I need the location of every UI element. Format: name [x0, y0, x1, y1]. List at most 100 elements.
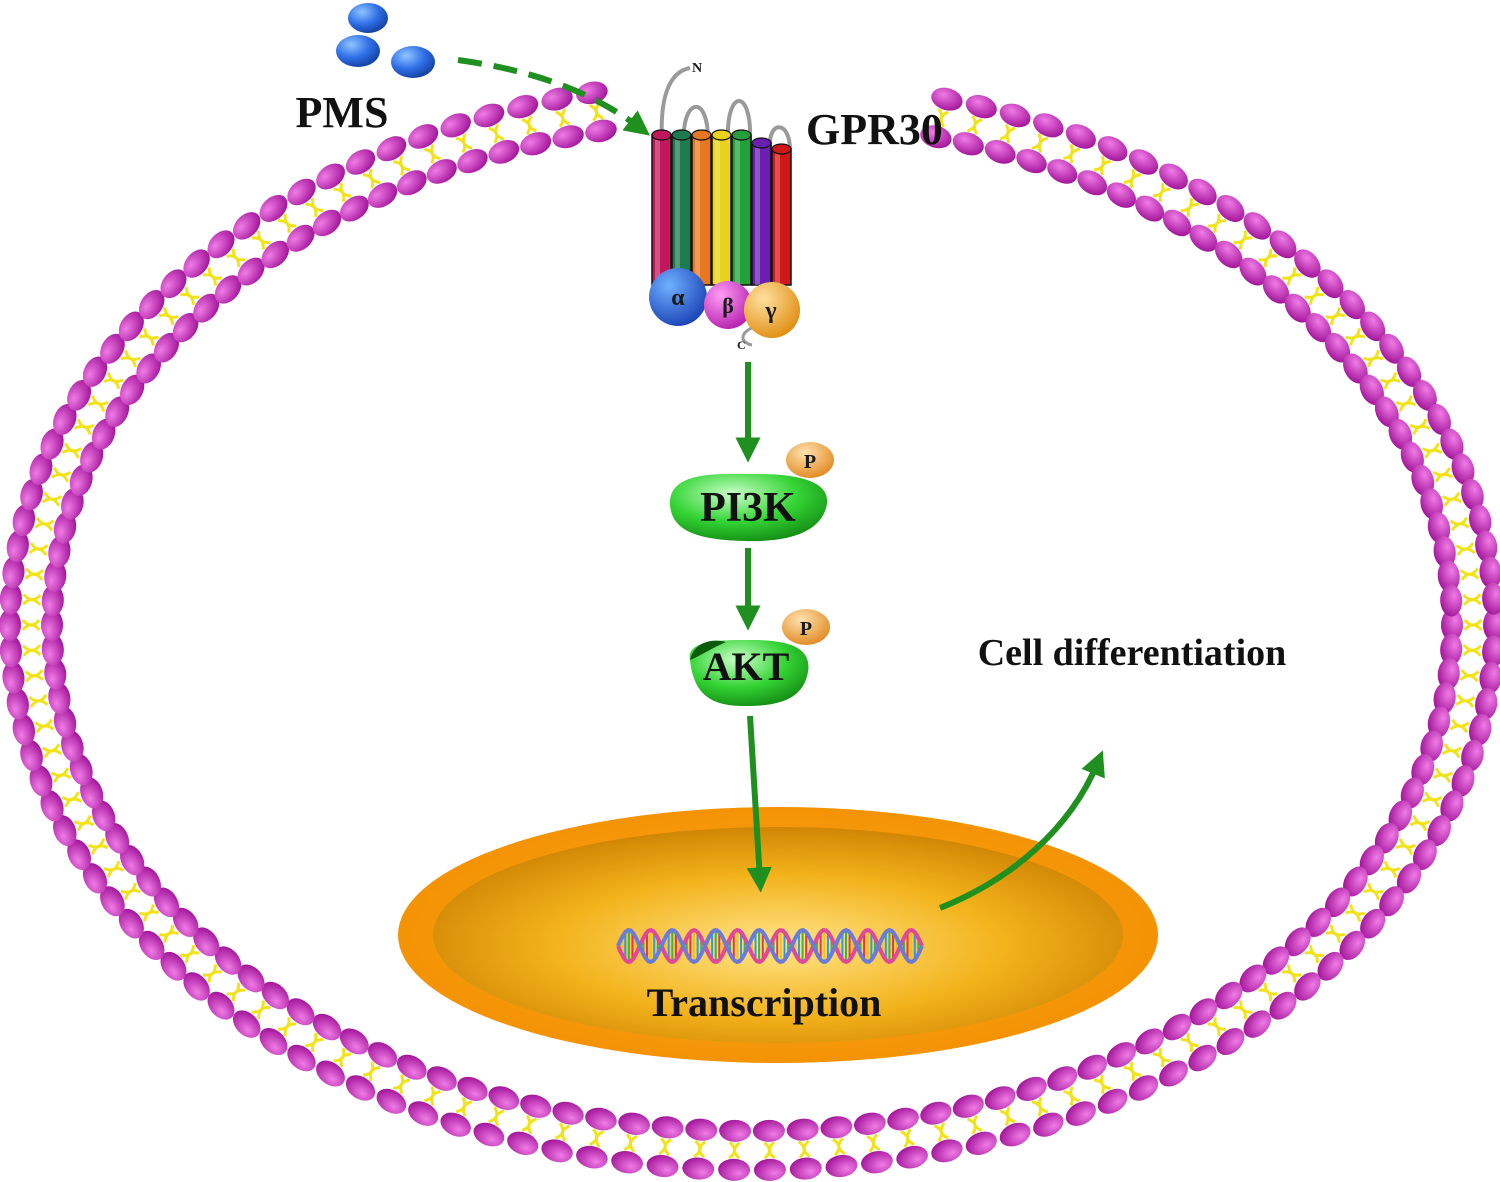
lipid-head — [426, 1066, 457, 1091]
lipid-head — [984, 140, 1016, 164]
lipid-head — [1461, 739, 1484, 772]
lipid-head — [261, 240, 290, 269]
lipid-head — [396, 170, 427, 196]
lipid-head — [1294, 249, 1321, 278]
lipid-head — [786, 1118, 819, 1141]
lipid-head — [1412, 839, 1437, 870]
lipid-head — [1420, 488, 1443, 520]
lipid-head — [6, 530, 29, 563]
lipid-tail — [41, 743, 61, 753]
dna-helix-icon — [616, 927, 924, 965]
lipid-head — [520, 132, 552, 156]
lipid-head — [29, 453, 53, 485]
lipid-head — [1468, 504, 1492, 537]
n-terminus-label: N — [692, 61, 702, 76]
lipid-head — [1440, 428, 1464, 460]
helix-highlight — [655, 135, 660, 285]
lipid-head — [1214, 240, 1243, 269]
lipid-head — [316, 1060, 345, 1087]
lipid-tail — [1441, 749, 1461, 759]
lipid-head — [153, 332, 180, 363]
lipid-tail — [43, 491, 63, 501]
lipid-tail — [24, 669, 44, 678]
lipid-head — [1065, 1101, 1096, 1126]
lipid-tail — [1233, 1006, 1247, 1020]
transcription-label: Transcription — [647, 980, 882, 1025]
akt-shadow — [690, 640, 726, 660]
lipid-head — [214, 946, 242, 975]
lipid-head — [896, 1145, 928, 1169]
helix-cap — [691, 129, 712, 141]
lipid-tail — [1123, 1066, 1136, 1082]
lipid-head — [69, 464, 93, 497]
lipid-tail — [658, 1137, 667, 1156]
lipid-head — [1427, 706, 1451, 739]
lipid-head — [91, 418, 116, 450]
lipid-tail — [1186, 202, 1199, 218]
lipid-head — [1433, 535, 1456, 568]
lipid-head — [214, 275, 242, 304]
lipid-head — [1396, 863, 1422, 894]
lipid-tail — [1281, 970, 1297, 983]
lipid-head — [1188, 178, 1217, 206]
lipid-head — [1106, 1042, 1136, 1068]
lipid-head — [1475, 687, 1498, 720]
lipid-tail — [87, 838, 106, 849]
lipid-head — [1317, 269, 1344, 299]
lipid-head — [1065, 124, 1096, 149]
arrow-akt-to-nucleus — [746, 715, 772, 893]
lipid-tail — [966, 1117, 977, 1135]
lipid-head — [1097, 136, 1128, 162]
lipid-head — [172, 312, 199, 343]
lipid-head — [120, 374, 145, 406]
lipid-tail — [1456, 547, 1476, 557]
alpha-label: α — [671, 285, 685, 311]
lipid-tail — [179, 945, 195, 957]
lipid-head — [345, 1075, 376, 1101]
lipid-head — [259, 1028, 288, 1056]
lipid-tail — [1421, 797, 1440, 808]
lipid-head — [91, 800, 116, 832]
lipid-head — [1284, 293, 1311, 323]
lipid-head — [952, 1094, 984, 1118]
transmembrane-helix — [771, 148, 792, 286]
lipid-head — [753, 1158, 786, 1181]
lipid-head — [1339, 930, 1366, 960]
lipid-head — [1016, 149, 1047, 174]
lipid-head — [1128, 149, 1159, 175]
lipid-tail — [999, 1109, 1010, 1127]
lipid-tail — [1455, 699, 1475, 708]
lipid-head — [2, 556, 25, 589]
lipid-head — [789, 1157, 822, 1180]
lipid-tail — [1459, 674, 1479, 683]
lipid-head — [1441, 609, 1463, 641]
lipid-head — [507, 1131, 539, 1155]
lipid-tail — [1349, 334, 1366, 346]
cell-membrane-bilayer — [0, 81, 1500, 1181]
lipid-tail — [64, 442, 83, 453]
akt-node: AKT P — [689, 609, 830, 706]
lipid-head — [931, 1139, 963, 1163]
lipid-head — [1239, 964, 1267, 993]
lipid-head — [920, 125, 952, 149]
lipid-head — [965, 95, 997, 119]
lipid-tail — [423, 1086, 435, 1103]
lipid-tail — [1005, 126, 1016, 144]
lipid-head — [646, 1154, 679, 1178]
lipid-head — [183, 249, 210, 278]
lipid-head — [237, 964, 265, 993]
lipid-head — [1451, 453, 1475, 485]
lipid-tail — [277, 1017, 291, 1031]
lipid-head — [685, 1118, 718, 1141]
lipid-tail — [763, 1141, 771, 1160]
lipid-head — [1188, 1044, 1217, 1072]
lipid-tail — [1449, 724, 1469, 734]
lipid-head — [1239, 257, 1267, 286]
lipid-tail — [1462, 598, 1482, 606]
lipid-head — [1440, 633, 1463, 666]
lipid-head — [965, 1131, 997, 1155]
lipid-head — [1482, 635, 1500, 668]
lipid-head — [1433, 682, 1456, 715]
lipid-head — [1135, 1028, 1165, 1055]
